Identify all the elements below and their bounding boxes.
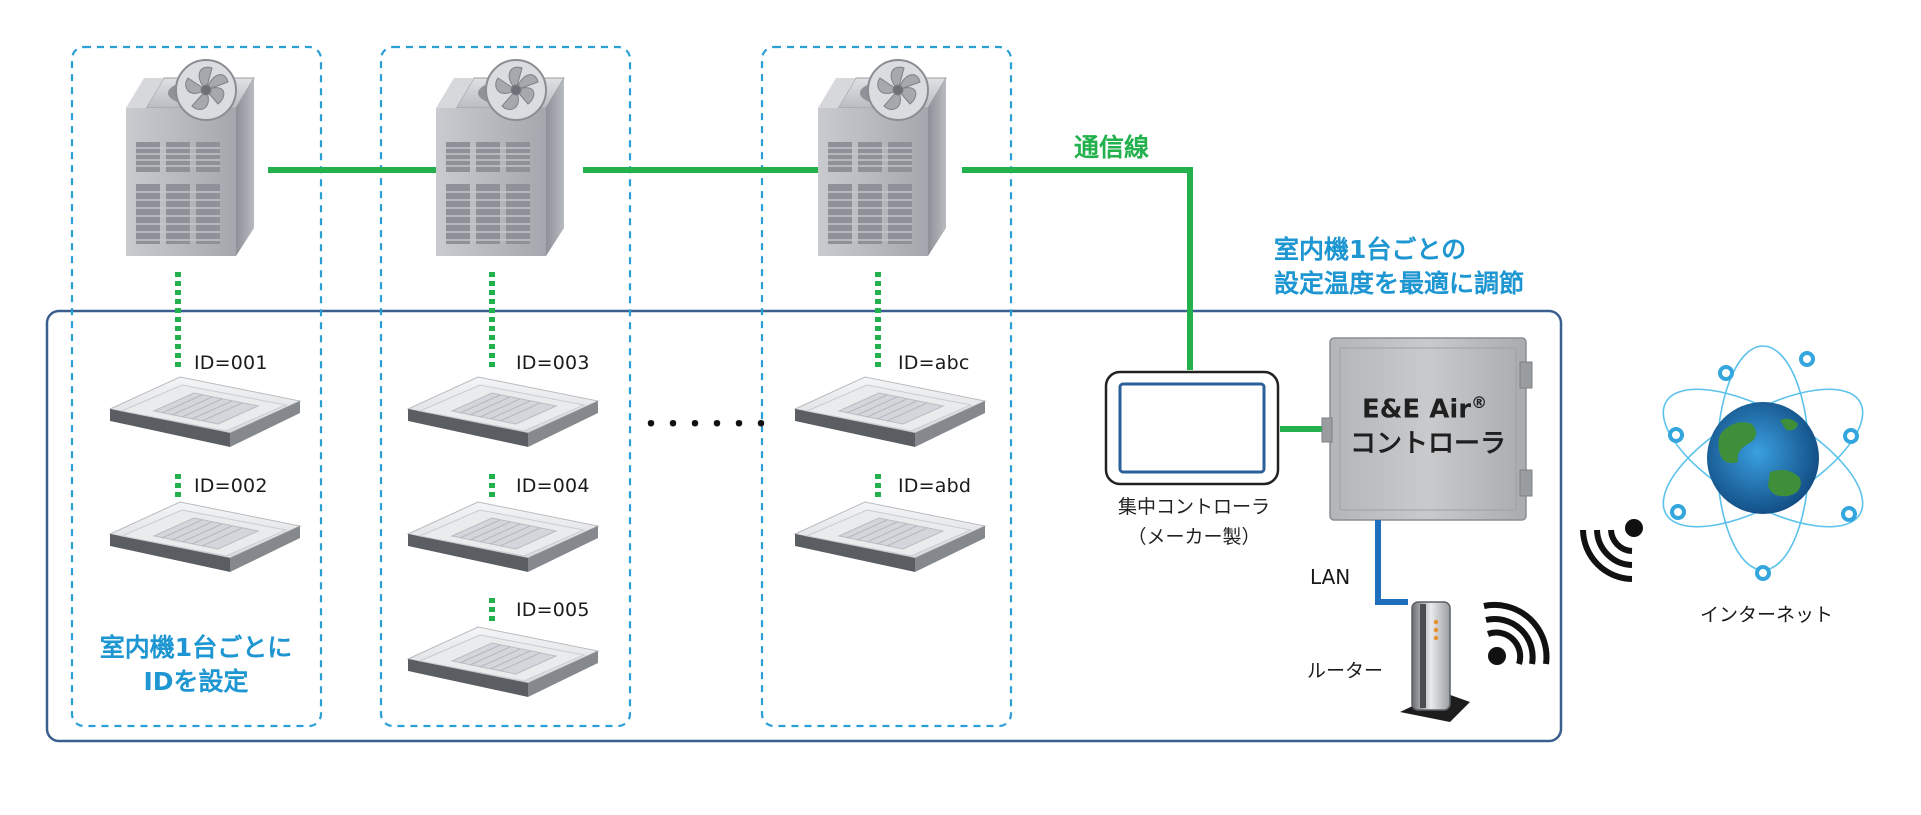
lan-label: LAN — [1310, 565, 1351, 589]
group-box-3 — [760, 45, 1013, 728]
indoor-cassette-icon — [109, 501, 301, 577]
indoor-id-label: ID=abc — [898, 352, 970, 374]
controller-label: E&E Air® コントローラ — [1350, 386, 1506, 461]
outdoor-unit-icon — [435, 59, 565, 257]
group-box-1 — [70, 45, 323, 728]
group-note: 室内機1台ごとに IDを設定 — [96, 631, 296, 699]
controller-subtitle: コントローラ — [1350, 428, 1507, 459]
outdoor-unit-icon — [125, 59, 255, 257]
tablet-controller-icon — [1104, 370, 1280, 486]
indoor-id-label: ID=002 — [194, 475, 268, 497]
outdoor-indoor-link — [489, 272, 495, 367]
indoor-link — [875, 474, 881, 497]
comm-line-label: 通信線 — [1074, 133, 1150, 162]
ellipsis: ・・・・・・ — [638, 410, 774, 440]
outdoor-indoor-link — [875, 272, 881, 367]
router-label: ルーター — [1307, 660, 1384, 682]
indoor-id-label: ID=005 — [516, 599, 590, 621]
indoor-cassette-icon — [407, 501, 599, 577]
outdoor-unit-icon — [817, 59, 947, 257]
globe-icon — [1662, 345, 1864, 581]
controller-title-text: E&E Air — [1362, 394, 1472, 425]
central-controller-maker: （メーカー製） — [1127, 526, 1261, 548]
controller-title: E&E Air® — [1362, 386, 1506, 427]
group-box-2 — [379, 45, 632, 728]
optimize-note-line1: 室内機1台ごとの — [1274, 235, 1467, 264]
group-note-line1: 室内機1台ごとに — [99, 633, 293, 662]
indoor-id-label: ID=003 — [516, 352, 590, 374]
indoor-link — [175, 474, 181, 497]
indoor-link — [489, 598, 495, 621]
comm-line — [268, 167, 1330, 432]
indoor-link — [489, 474, 495, 497]
indoor-cassette-icon — [109, 376, 301, 452]
central-controller-name: 集中コントローラ — [1117, 496, 1270, 518]
indoor-id-label: ID=001 — [194, 352, 268, 374]
wifi-icon — [1580, 519, 1643, 582]
indoor-id-label: ID=abd — [898, 475, 972, 497]
indoor-id-label: ID=004 — [516, 475, 590, 497]
controller-box-icon — [1321, 337, 1533, 521]
system-boundary — [45, 309, 1563, 743]
group-note-line2: IDを設定 — [143, 667, 249, 696]
registered-mark: ® — [1471, 393, 1488, 412]
internet-label: インターネット — [1700, 604, 1834, 626]
optimize-note: 室内機1台ごとの 設定温度を最適に調節 — [1274, 233, 1524, 301]
indoor-cassette-icon — [407, 626, 599, 702]
indoor-cassette-icon — [794, 376, 986, 452]
indoor-cassette-icon — [794, 501, 986, 577]
router-icon — [1400, 601, 1470, 722]
optimize-note-line2: 設定温度を最適に調節 — [1274, 269, 1525, 298]
indoor-cassette-icon — [407, 376, 599, 452]
wifi-icon — [1483, 601, 1550, 665]
outdoor-indoor-link — [175, 272, 181, 367]
lan-line — [1375, 520, 1408, 605]
central-controller-caption: 集中コントローラ （メーカー製） — [1100, 492, 1288, 552]
